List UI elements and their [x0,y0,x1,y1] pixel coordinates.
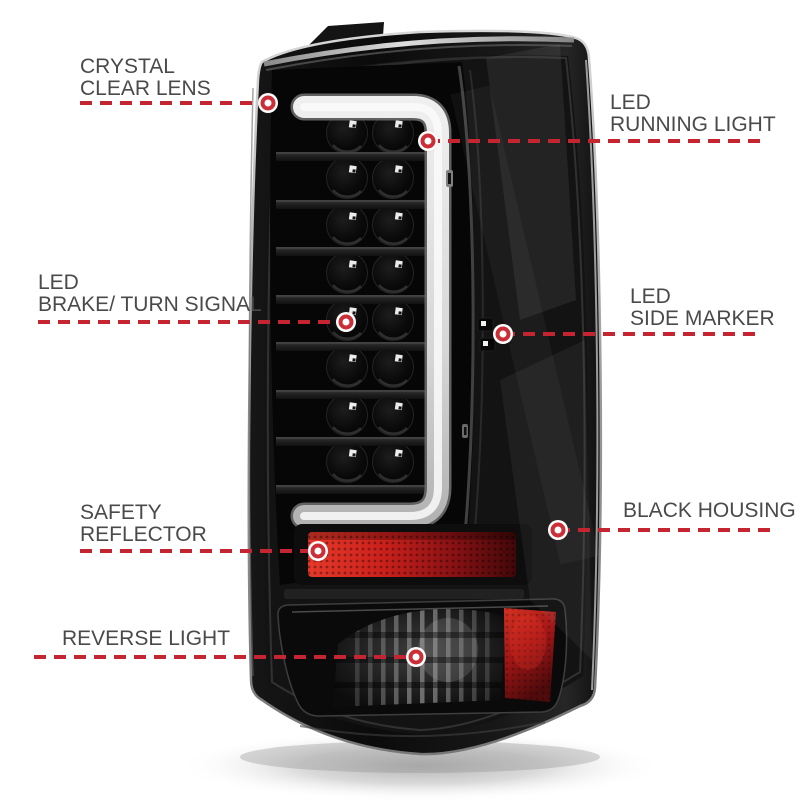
callout-text-line: BLACK HOUSING [623,499,796,522]
lens-clips [446,170,468,438]
callout-label-safety-reflector: SAFETY REFLECTOR [80,502,207,546]
callout-label-led-side-marker: LED SIDE MARKER [630,286,775,330]
callout-text-line: CRYSTAL [80,55,175,78]
callout-text-line: SIDE MARKER [630,307,775,330]
leader-line-led-running-light [428,139,768,143]
safety-reflector [284,524,532,599]
leader-line-reverse-light [34,655,416,659]
callout-dot-black-housing [550,522,566,538]
callout-label-black-housing: BLACK HOUSING [623,500,796,522]
callout-text-line: REFLECTOR [80,523,207,546]
floor-reflection [175,730,665,800]
light-bar-tube [290,93,452,530]
leader-line-led-side-marker [503,332,758,336]
callout-label-led-running-light: LED RUNNING LIGHT [610,92,776,136]
callout-text-line: REVERSE LIGHT [62,627,231,650]
callout-text-line: CLEAR LENS [80,77,211,100]
callout-label-crystal-clear-lens: CRYSTAL CLEAR LENS [80,56,211,100]
callout-text-line: BRAKE/ TURN SIGNAL [38,293,262,316]
callout-dot-led-running-light [420,133,436,149]
callout-text-line: LED [630,285,671,308]
callout-text-line: SAFETY [80,501,162,524]
housing-sheen [450,44,600,660]
side-marker-leds [477,317,496,352]
callout-dot-reverse-light [408,649,424,665]
callout-label-reverse-light: REVERSE LIGHT [62,628,230,650]
leader-line-led-brake-turn-signal [38,320,346,324]
callout-text-line: RUNNING LIGHT [610,113,776,136]
callout-dot-led-side-marker [495,326,511,342]
callout-dot-safety-reflector [310,543,326,559]
leader-line-crystal-clear-lens [80,101,268,105]
leader-line-black-housing [558,528,776,532]
callout-dot-led-brake-turn-signal [338,314,354,330]
callout-label-led-brake-turn-signal: LED BRAKE/ TURN SIGNAL [38,272,262,316]
leader-line-safety-reflector [80,549,318,553]
reverse-red-reflector [504,608,556,702]
callout-dot-crystal-clear-lens [260,95,276,111]
callout-text-line: LED [38,271,79,294]
callout-text-line: LED [610,91,651,114]
